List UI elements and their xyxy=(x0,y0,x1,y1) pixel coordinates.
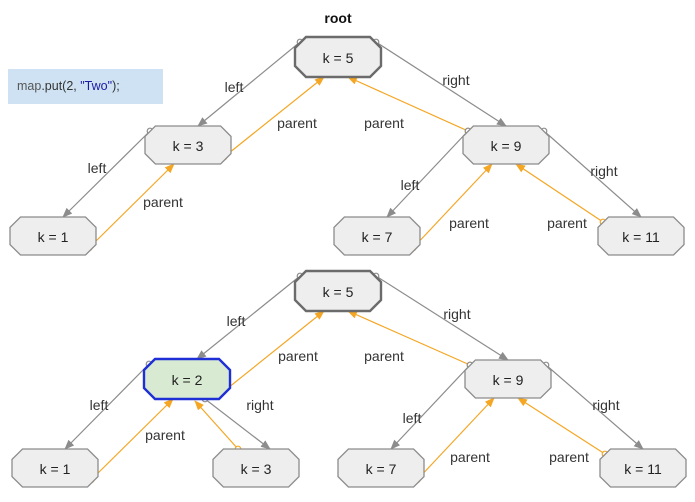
edge-label-parent-b5_b3: parent xyxy=(277,115,317,131)
child-edge-a5_a2 xyxy=(196,275,301,360)
parent-edge-a5_a9 xyxy=(347,310,471,366)
tree-node-b3: k = 3 xyxy=(144,125,232,165)
node-label-b9: k = 9 xyxy=(491,138,522,154)
node-shape-b9 xyxy=(462,125,550,165)
child-edge-b3_b1 xyxy=(62,130,151,218)
node-label-a5: k = 5 xyxy=(323,284,354,300)
edge-label-right-b5_b9: right xyxy=(442,72,469,88)
node-shape-a2 xyxy=(142,357,232,401)
node-shape-a5 xyxy=(293,269,383,313)
tree-node-a3: k = 3 xyxy=(212,448,300,488)
edge-label-left-a5_a2: left xyxy=(227,313,246,329)
edge-label-parent-a2_a1: parent xyxy=(145,427,185,443)
node-shape-b1 xyxy=(9,216,97,256)
edge-label-parent-b9_b7: parent xyxy=(449,215,489,231)
edge-label-right-a2_a3: right xyxy=(246,397,273,413)
node-label-a2: k = 2 xyxy=(172,372,203,388)
code-suffix: ); xyxy=(112,79,120,93)
child-edge-a9_a11 xyxy=(545,364,644,450)
parent-edge-b5_b3 xyxy=(223,76,325,158)
node-shape-b7 xyxy=(333,216,421,256)
tree-node-a2: k = 2 xyxy=(142,357,232,401)
tree-node-b5: k = 5 xyxy=(293,35,383,79)
edge-label-parent-a9_a11: parent xyxy=(549,449,589,465)
edge-label-left-b5_b3: left xyxy=(225,79,244,95)
child-edge-a2_a3 xyxy=(204,398,271,450)
code-object: map xyxy=(17,79,42,93)
node-shape-a7 xyxy=(337,448,425,488)
edge-label-left-a2_a1: left xyxy=(90,397,109,413)
node-label-b7: k = 7 xyxy=(362,229,393,245)
tree-node-a11: k = 11 xyxy=(599,448,687,488)
node-shape-b3 xyxy=(144,125,232,165)
parent-edge-a2_a1 xyxy=(90,398,174,481)
edge-label-parent-b3_b1: parent xyxy=(143,194,183,210)
child-edge-a5_a9 xyxy=(375,275,509,361)
parent-edge-a9_a11 xyxy=(517,397,606,455)
edges-layer xyxy=(62,38,644,484)
child-edge-a2_a1 xyxy=(64,363,150,450)
node-shape-a1 xyxy=(11,448,99,488)
parent-edge-a9_a7 xyxy=(416,397,495,481)
edge-label-left-b3_b1: left xyxy=(88,160,107,176)
edge-label-right-a5_a9: right xyxy=(443,306,470,322)
node-shape-b5 xyxy=(293,35,383,79)
edge-label-parent-a5_a9: parent xyxy=(364,348,404,364)
edge-label-right-a9_a11: right xyxy=(592,397,619,413)
node-shape-a3 xyxy=(212,448,300,488)
node-label-b1: k = 1 xyxy=(38,229,69,245)
diagram-title: root xyxy=(324,10,352,26)
child-edge-b9_b7 xyxy=(386,130,469,218)
parent-edge-a5_a2 xyxy=(222,310,325,393)
parent-edge-a2_a3 xyxy=(194,400,239,450)
edge-labels-layer: left parent right parent left parent left paren… xyxy=(88,72,620,465)
node-label-a1: k = 1 xyxy=(40,461,71,477)
child-edge-a9_a7 xyxy=(390,364,471,450)
parent-edge-b9_b11 xyxy=(515,163,604,223)
code-string-arg: "Two" xyxy=(80,79,113,93)
tree-node-a7: k = 7 xyxy=(337,448,425,488)
node-label-b3: k = 3 xyxy=(173,138,204,154)
node-shape-a9 xyxy=(464,359,552,399)
parent-edge-b3_b1 xyxy=(88,163,175,249)
edge-label-parent-b9_b11: parent xyxy=(547,215,587,231)
node-label-a7: k = 7 xyxy=(366,461,397,477)
node-label-a11: k = 11 xyxy=(624,461,662,477)
edge-label-parent-a5_a2: parent xyxy=(278,348,318,364)
child-edge-b9_b11 xyxy=(543,130,642,218)
code-snippet: map.put(2, "Two"); xyxy=(8,69,163,104)
edge-label-right-b9_b11: right xyxy=(590,163,617,179)
child-edge-b5_b3 xyxy=(197,41,301,127)
tree-node-b9: k = 9 xyxy=(462,125,550,165)
node-shape-b11 xyxy=(597,216,685,256)
node-label-a9: k = 9 xyxy=(493,372,524,388)
tree-node-b11: k = 11 xyxy=(597,216,685,256)
node-label-a3: k = 3 xyxy=(241,461,272,477)
parent-edge-b5_b9 xyxy=(347,76,469,132)
tree-node-b1: k = 1 xyxy=(9,216,97,256)
edge-label-parent-a9_a7: parent xyxy=(450,449,490,465)
child-edge-b5_b9 xyxy=(375,41,507,127)
tree-node-a9: k = 9 xyxy=(464,359,552,399)
edge-label-parent-b5_b9: parent xyxy=(364,115,404,131)
tree-node-a5: k = 5 xyxy=(293,269,383,313)
parent-edge-b9_b7 xyxy=(412,163,493,249)
edge-label-left-b9_b7: left xyxy=(401,177,420,193)
node-label-b11: k = 11 xyxy=(622,229,660,245)
nodes-layer: k = 5 k = 3 k = 9 k = 1 k = 7 k = 11 k = 5 k = … xyxy=(9,35,687,488)
tree-node-b7: k = 7 xyxy=(333,216,421,256)
node-label-b5: k = 5 xyxy=(323,50,354,66)
code-method: .put(2, xyxy=(41,79,81,93)
tree-node-a1: k = 1 xyxy=(11,448,99,488)
node-shape-a11 xyxy=(599,448,687,488)
edge-label-left-a9_a7: left xyxy=(403,410,422,426)
